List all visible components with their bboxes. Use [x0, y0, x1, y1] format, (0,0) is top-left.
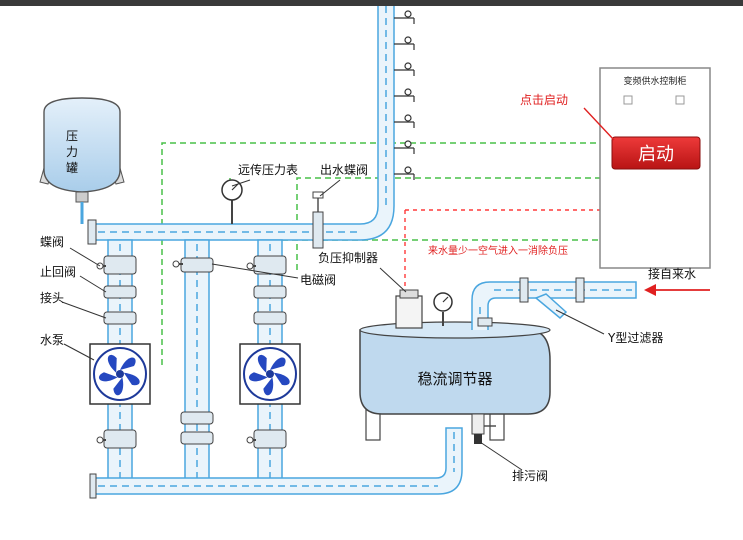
faucet-icon: [394, 36, 415, 50]
stabilizer-tank-label: 稳流调节器: [417, 370, 492, 388]
pressure-tank: 压 力 罐: [39, 97, 125, 224]
indicator-light-left: [623, 95, 633, 105]
drain-valve: [471, 413, 485, 435]
faucet-icon: [394, 62, 415, 76]
bypass-column: [172, 239, 214, 491]
pressure-tank-label-2: 力: [66, 145, 78, 159]
air-note-label: 来水量少一空气进入一消除负压: [428, 244, 568, 257]
header-end-flange: [87, 219, 97, 245]
inlet-from-mains-label: 接自来水: [648, 266, 696, 281]
riser-pipe: [91, 6, 395, 241]
water-pump-label: 水泵: [40, 333, 64, 347]
pressure-gauge-icon: [433, 292, 453, 326]
outlet-butterfly-valve-label: 出水蝶阀: [320, 162, 368, 177]
top-bar: [0, 0, 743, 6]
suction-header: [89, 427, 463, 499]
fan-icon: [93, 347, 147, 401]
fan-icon: [243, 347, 297, 401]
click-start-label: 点击启动: [520, 93, 568, 107]
control-cabinet-title: 变频供水控制柜: [623, 75, 686, 87]
faucet-icon: [394, 114, 415, 128]
click-start-pointer: 点击启动: [520, 93, 615, 141]
faucet-icon: [394, 140, 415, 154]
y-filter-label: Y型过滤器: [607, 331, 663, 345]
inlet-pipe: [471, 277, 637, 330]
arrow-left-icon: [644, 284, 710, 296]
faucet-icon: [394, 88, 415, 102]
pressure-tank-label-1: 压: [66, 129, 78, 143]
negative-pressure-suppressor-label: 负压抑制器: [318, 250, 378, 265]
signal-line-pump-1: [161, 142, 600, 365]
negative-pressure-suppressor: [395, 295, 423, 329]
pump-column-2: [239, 239, 301, 491]
remote-gauge-label: 远传压力表: [238, 162, 298, 177]
solenoid-valve-label: 电磁阀: [300, 272, 336, 287]
faucet-icon: [394, 10, 415, 24]
start-button-label: 启动: [638, 144, 674, 165]
check-valve-label: 止回阀: [40, 265, 76, 279]
faucets: [394, 10, 415, 180]
start-button[interactable]: 启动: [611, 136, 701, 170]
joint-label: 接头: [40, 290, 64, 305]
pressure-gauge-icon: [221, 179, 243, 224]
drain-valve-label: 排污阀: [512, 469, 548, 483]
red-signal-lines: [404, 209, 600, 295]
pressure-tank-label-3: 罐: [66, 161, 78, 175]
leader-lines: [61, 179, 605, 471]
stabilizer-tank: 稳流调节器: [359, 289, 551, 444]
pump-column-1: [89, 239, 151, 491]
indicator-light-right: [675, 95, 685, 105]
y-filter: [534, 293, 568, 320]
outlet-butterfly-valve: [312, 211, 324, 249]
butterfly-valve-label: 蝶阀: [40, 234, 64, 249]
faucet-icon: [394, 166, 415, 180]
